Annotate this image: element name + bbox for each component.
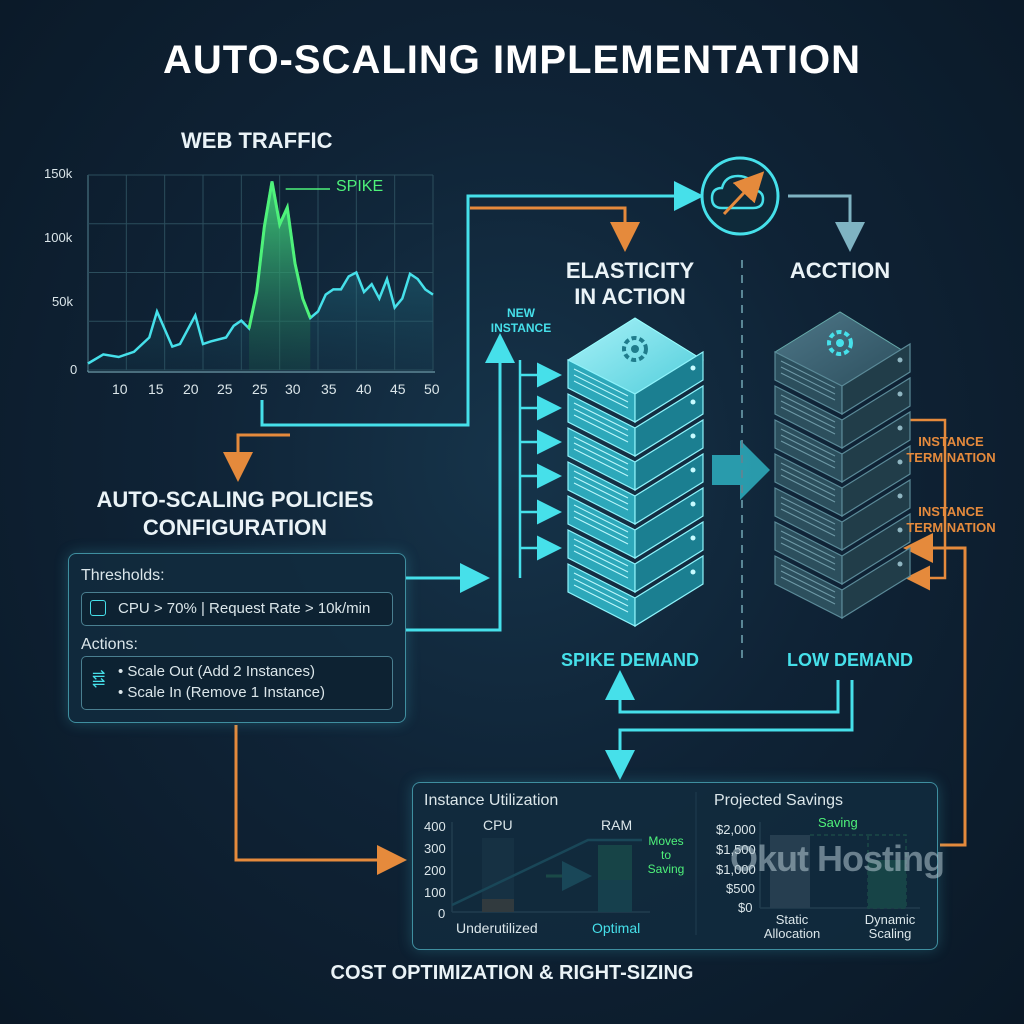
new-instance-label-line1: NEW: [507, 306, 535, 320]
y-tick-0: 0: [70, 362, 78, 377]
x-tick-20: 20: [183, 381, 199, 397]
server-blade-spike: [567, 554, 704, 628]
termination-1-line2: TERMINATION: [906, 450, 996, 465]
savings-tick-0: $0: [738, 900, 753, 915]
termination-2-line1: INSTANCE: [918, 504, 984, 519]
termination-1-line1: INSTANCE: [918, 434, 984, 449]
savings-tick-500: $500: [726, 881, 755, 896]
x-tick-50: 50: [424, 381, 440, 397]
threshold-rule-box: CPU > 70% | Request Rate > 10k/min: [81, 592, 393, 626]
moves-line1: Moves: [648, 834, 684, 848]
x-tick-35: 35: [321, 381, 337, 397]
termination-2-line2: TERMINATION: [906, 520, 996, 535]
thresholds-label: Thresholds:: [81, 567, 165, 584]
elasticity-title-line2: IN ACTION: [574, 284, 686, 309]
utilization-title: Instance Utilization: [424, 792, 559, 809]
server-blade-spike: [567, 486, 704, 560]
sliders-icon: ⇌⇌: [92, 667, 106, 692]
moves-line2: to: [660, 848, 671, 862]
threshold-rule: CPU > 70% | Request Rate > 10k/min: [118, 600, 371, 617]
server-blade-low: [774, 512, 911, 586]
policies-title-line1: AUTO-SCALING POLICIES: [96, 487, 374, 512]
static-line2: Allocation: [763, 926, 821, 941]
watermark-logo: Okut Hosting: [730, 838, 945, 879]
server-blade-low: [774, 410, 911, 484]
util-tick-300: 300: [424, 841, 446, 856]
policies-panel: Thresholds: CPU > 70% | Request Rate > 1…: [68, 553, 406, 723]
server-blade-spike: [567, 384, 704, 458]
x-tick-45: 45: [390, 381, 406, 397]
savings-title: Projected Savings: [714, 792, 843, 809]
gear-icon: [827, 330, 853, 356]
server-blade-spike: [567, 520, 704, 594]
x-tick-30: 30: [285, 381, 301, 397]
moves-line3: Saving: [647, 862, 685, 876]
actions-box: ⇌⇌ • Scale Out (Add 2 Instances) • Scale…: [81, 656, 393, 710]
traffic-chart-title: WEB TRAFFIC: [181, 128, 333, 153]
util-tick-200: 200: [424, 863, 446, 878]
cpu-chip-icon: [90, 600, 106, 616]
elasticity-title-line1: ELASTICITY: [565, 258, 695, 283]
y-tick-100k: 100k: [44, 230, 73, 245]
dynamic-line1: Dynamic: [864, 912, 916, 927]
server-blade-spike: [567, 418, 704, 492]
server-blade-low: [774, 546, 911, 620]
spike-demand-label: SPIKE DEMAND: [560, 650, 699, 670]
savings-tick-1000: $1,000: [716, 862, 756, 877]
server-blade-low: [774, 444, 911, 518]
saving-label: Saving: [818, 815, 858, 830]
action-title: ACCTION: [789, 258, 891, 283]
cost-panel: [412, 782, 938, 950]
server-blade-low: [774, 342, 911, 416]
underutilized-label: Underutilized: [456, 920, 538, 936]
gear-icon: [622, 336, 648, 362]
server-blade-low: [774, 376, 911, 450]
savings-tick-2000: $2,000: [716, 822, 756, 837]
x-tick-15: 15: [148, 381, 164, 397]
ram-label: RAM: [601, 817, 633, 833]
policies-title-line2: CONFIGURATION: [142, 515, 328, 540]
action-scale-out: • Scale Out (Add 2 Instances): [118, 663, 316, 680]
savings-tick-1500: $1,500: [716, 842, 756, 857]
server-blade-spike: [567, 350, 704, 424]
util-tick-0: 0: [438, 906, 446, 921]
dynamic-line2: Scaling: [868, 926, 912, 941]
x-tick-25b: 25: [252, 381, 268, 397]
x-tick-25a: 25: [217, 381, 233, 397]
action-scale-in: • Scale In (Remove 1 Instance): [118, 684, 326, 701]
new-instance-label-line2: INSTANCE: [490, 321, 552, 335]
static-line1: Static: [775, 912, 809, 927]
util-tick-400: 400: [424, 819, 446, 834]
server-blade-spike: [567, 452, 704, 526]
optimal-label: Optimal: [592, 920, 641, 936]
y-tick-150k: 150k: [44, 166, 73, 181]
low-demand-label: LOW DEMAND: [787, 650, 913, 670]
server-blade-low: [774, 478, 911, 552]
page-title: AUTO-SCALING IMPLEMENTATION: [162, 38, 862, 82]
spike-annotation: SPIKE: [336, 178, 384, 195]
traffic-spike-line: [247, 181, 312, 329]
y-tick-50k: 50k: [52, 294, 73, 309]
x-tick-10: 10: [112, 381, 128, 397]
cost-footer-title: COST OPTIMIZATION & RIGHT-SIZING: [330, 962, 694, 984]
cpu-label: CPU: [483, 817, 513, 833]
actions-label: Actions:: [81, 636, 138, 653]
util-tick-100: 100: [424, 885, 446, 900]
x-tick-40: 40: [356, 381, 372, 397]
